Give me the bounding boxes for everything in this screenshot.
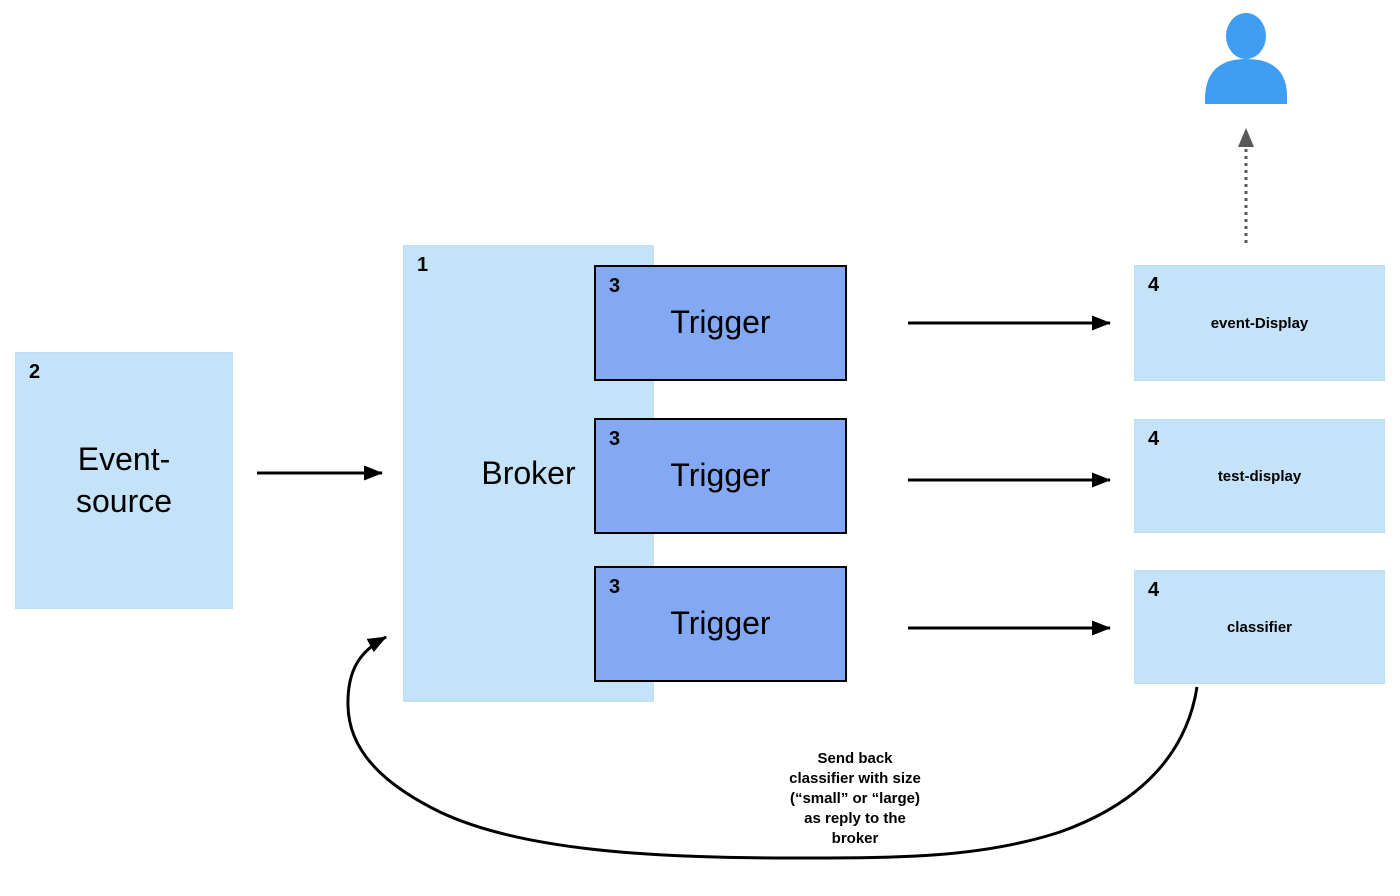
event-source-number: 2 (29, 361, 41, 383)
event-source-label: Event- source (75, 440, 173, 519)
trigger-3-label: Trigger (670, 605, 771, 642)
trigger-3-number: 3 (609, 576, 621, 598)
reply-annotation: Send back classifier with size (“small” … (789, 750, 921, 847)
classifier-node: 4 classifier (1134, 570, 1385, 684)
classifier-label: classifier (1226, 618, 1293, 636)
test-display-node: 4 test-display (1134, 419, 1385, 533)
trigger-node-1: 3 Trigger (594, 265, 847, 381)
trigger-node-3: 3 Trigger (594, 566, 847, 682)
trigger-2-label: Trigger (670, 457, 771, 494)
event-display-label: event-Display (1210, 314, 1309, 332)
event-display-node: 4 event-Display (1134, 265, 1385, 381)
person-icon (1205, 13, 1287, 104)
trigger-1-number: 3 (609, 275, 621, 297)
test-display-label: test-display (1217, 467, 1302, 485)
test-display-number: 4 (1148, 428, 1160, 450)
broker-label: Broker (481, 454, 576, 491)
broker-number: 1 (417, 254, 429, 276)
dotted-arrow-head (1238, 128, 1254, 147)
event-display-number: 4 (1148, 274, 1160, 296)
trigger-2-number: 3 (609, 428, 621, 450)
classifier-number: 4 (1148, 579, 1160, 601)
event-source-node: 2 Event- source (15, 352, 233, 609)
trigger-1-label: Trigger (670, 304, 771, 341)
trigger-node-2: 3 Trigger (594, 418, 847, 534)
